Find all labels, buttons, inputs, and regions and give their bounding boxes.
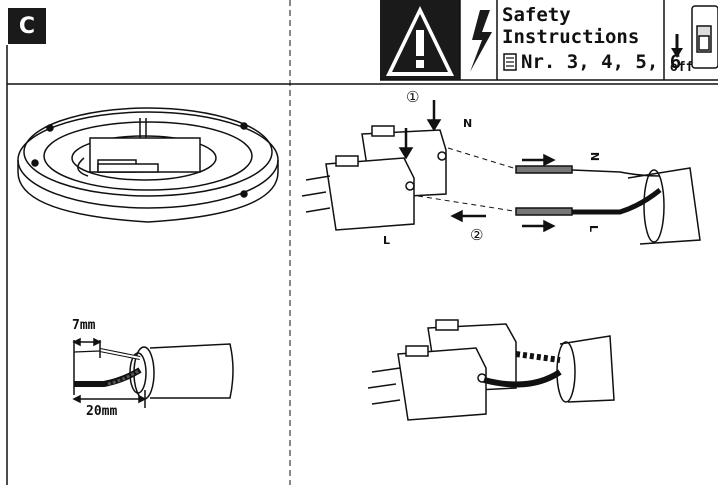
lamp-base-illustration xyxy=(17,107,279,223)
safety-header xyxy=(380,0,718,81)
section-label: C xyxy=(8,8,46,44)
safety-title-line2: Instructions xyxy=(502,26,640,48)
breaker-switch-icon xyxy=(691,5,718,69)
step-2-marker: ② xyxy=(470,226,484,244)
connector-insertion-illustration xyxy=(301,100,701,245)
connector-label-l: L xyxy=(383,234,391,247)
warning-exclamation-icon xyxy=(386,6,454,76)
arrow-down-icon xyxy=(671,34,683,58)
wire-label-n: N xyxy=(588,151,602,162)
strip-length-long: 20mm xyxy=(86,404,118,419)
safety-title-line1: Safety xyxy=(502,4,571,26)
connector-label-n: N xyxy=(463,117,473,130)
safety-reference: Nr. 3, 4, 5, 6 xyxy=(521,51,682,73)
document-icon xyxy=(503,53,517,71)
connector-assembled-illustration xyxy=(367,319,615,421)
strip-length-short: 7mm xyxy=(72,318,96,333)
wire-strip-illustration xyxy=(72,337,234,408)
safety-title: Safety Instructions xyxy=(502,4,662,48)
lightning-icon xyxy=(470,10,492,72)
switch-off-label: off xyxy=(670,60,694,75)
frame xyxy=(6,45,718,485)
step-1-marker: ① xyxy=(406,88,420,106)
wire-label-l: L xyxy=(587,224,601,233)
